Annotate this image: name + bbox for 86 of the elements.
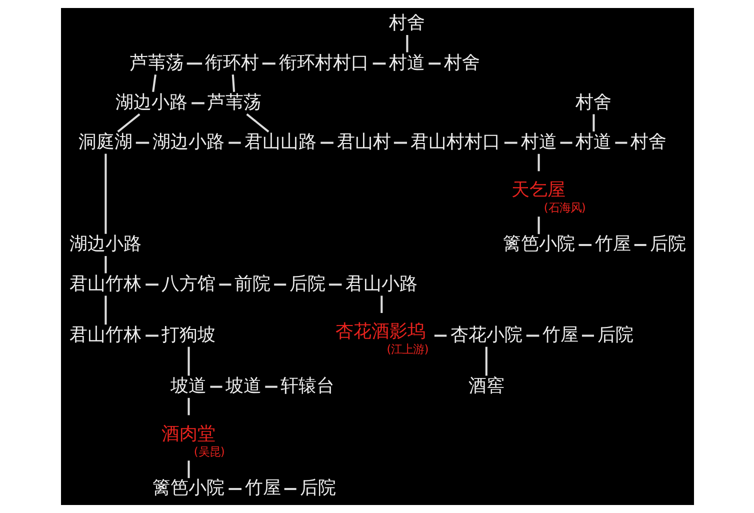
- node-text: 轩辕台: [280, 376, 334, 397]
- node-text: 君山竹林: [69, 273, 142, 294]
- connector: [116, 113, 140, 133]
- node-text: 竹屋: [594, 234, 630, 255]
- node-text: 村道: [520, 132, 556, 153]
- connector: [581, 334, 594, 337]
- node-text: 君山村: [336, 132, 390, 153]
- node-text: 天乞屋: [510, 179, 565, 200]
- connector: [428, 62, 440, 65]
- connector: [218, 284, 231, 286]
- node-text: 打狗坡: [161, 324, 216, 346]
- node-text: 篱笆小院: [502, 234, 574, 255]
- node-text: 村舍: [630, 132, 666, 153]
- connector: [484, 346, 487, 376]
- node-text: 湖边小路: [69, 234, 142, 255]
- connector: [262, 62, 275, 65]
- connector: [537, 154, 540, 172]
- node-text: 后院: [596, 324, 633, 346]
- connector: [634, 244, 646, 246]
- connector: [135, 142, 149, 144]
- connector: [578, 244, 592, 246]
- node-text: 芦苇荡: [129, 52, 184, 74]
- connector: [228, 142, 240, 144]
- node-text: 村道: [575, 132, 612, 153]
- connector: [264, 386, 277, 388]
- node-text: 酒窖: [468, 376, 504, 397]
- node-text: 芦苇荡: [207, 92, 262, 113]
- connector: [592, 114, 594, 132]
- connector: [614, 142, 627, 144]
- node-text: 后院: [649, 234, 686, 255]
- connector: [186, 62, 202, 65]
- node-text: 坡道: [170, 376, 206, 397]
- connector: [246, 113, 269, 133]
- connector: [104, 256, 106, 274]
- connector: [210, 386, 222, 388]
- node-text: 八方馆: [161, 273, 216, 294]
- connector: [187, 346, 190, 376]
- connector: [284, 488, 296, 490]
- node-text: 竹屋: [542, 324, 578, 346]
- connector: [187, 460, 190, 478]
- node-text: 村舍: [388, 12, 425, 34]
- connector: [504, 142, 517, 144]
- connector: [560, 142, 572, 144]
- connector: [434, 334, 446, 337]
- node-text: 君山山路: [244, 132, 316, 153]
- node-text: 衔环村: [204, 52, 259, 74]
- node-text: 衔环村村口: [278, 52, 369, 74]
- connector: [104, 154, 106, 234]
- node-text: 前院: [234, 273, 270, 294]
- node-label: (石海风): [543, 200, 586, 214]
- node-text: 君山村村口: [410, 132, 500, 153]
- connector: [406, 35, 408, 52]
- connector: [191, 102, 204, 104]
- connector: [231, 74, 235, 92]
- connector: [328, 284, 342, 286]
- connector: [537, 216, 540, 234]
- node-text: 坡道: [225, 376, 262, 397]
- connector: [526, 334, 539, 337]
- connector: [145, 334, 158, 337]
- connector: [393, 142, 406, 144]
- connector: [228, 488, 241, 490]
- connector: [145, 284, 158, 286]
- node-label: (吴昆): [193, 444, 224, 458]
- node-text: 湖边小路: [115, 92, 188, 113]
- node-text: 村舍: [444, 52, 480, 74]
- node-text: 竹屋: [244, 478, 280, 499]
- connector: [320, 142, 333, 144]
- node-text: 后院: [299, 478, 336, 499]
- connector: [152, 74, 156, 92]
- connector: [380, 296, 382, 313]
- node-text: 酒肉堂: [160, 423, 215, 444]
- node-text: 洞庭湖: [78, 132, 132, 153]
- node-text: 村道: [388, 52, 425, 74]
- connector: [104, 296, 106, 325]
- connector: [372, 62, 386, 65]
- node-text: 村舍: [575, 92, 612, 113]
- connector: [274, 284, 286, 286]
- node-text: 后院: [289, 273, 326, 294]
- node-text: 君山竹林: [69, 324, 142, 346]
- node-text: 君山小路: [345, 273, 418, 294]
- connector: [187, 398, 190, 416]
- node-text: 篱笆小院: [152, 478, 224, 499]
- node-text: 杏花酒影坞: [335, 321, 426, 342]
- node-label: (江上游): [386, 342, 428, 356]
- node-text: 湖边小路: [152, 132, 224, 153]
- node-text: 杏花小院: [450, 324, 522, 346]
